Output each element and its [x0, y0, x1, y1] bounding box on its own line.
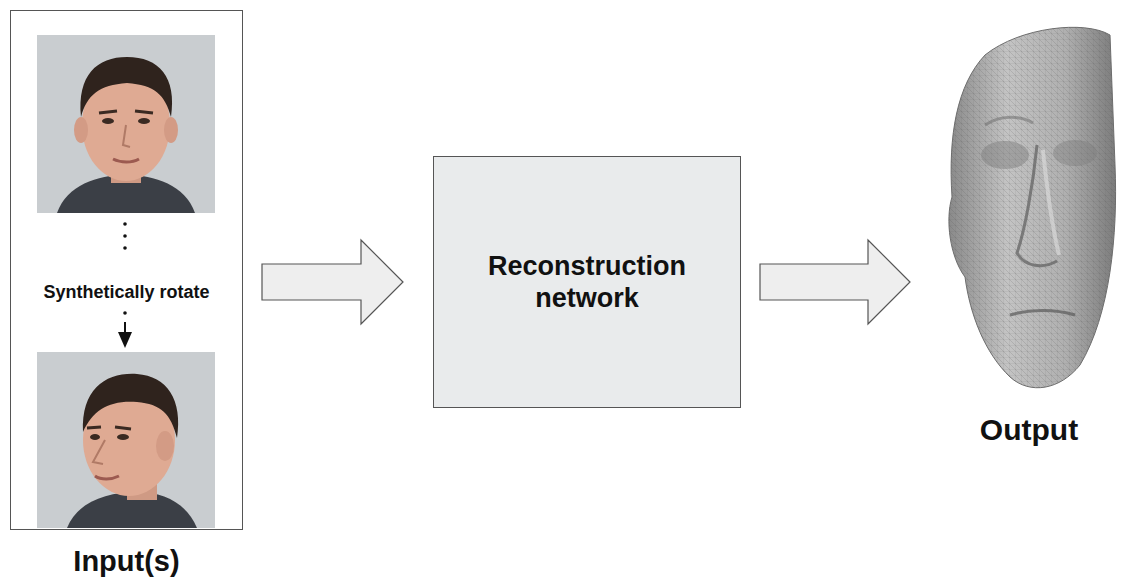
panel-caption: Input(s): [15, 544, 238, 579]
process-label: Reconstruction network: [438, 250, 736, 315]
output-label: Output: [944, 412, 1114, 448]
face-photo-front: [37, 35, 215, 213]
output-figure: Output: [940, 15, 1120, 455]
input-panel: Synthetically rotateInput(s): [10, 10, 243, 530]
block-arrow: [262, 240, 403, 324]
block-arrow: [760, 240, 910, 324]
process-box: Reconstruction network: [433, 156, 741, 408]
face-mesh: [925, 15, 1122, 405]
face-photo-rotated: [37, 352, 215, 528]
step-label: Synthetically rotate: [15, 282, 238, 304]
